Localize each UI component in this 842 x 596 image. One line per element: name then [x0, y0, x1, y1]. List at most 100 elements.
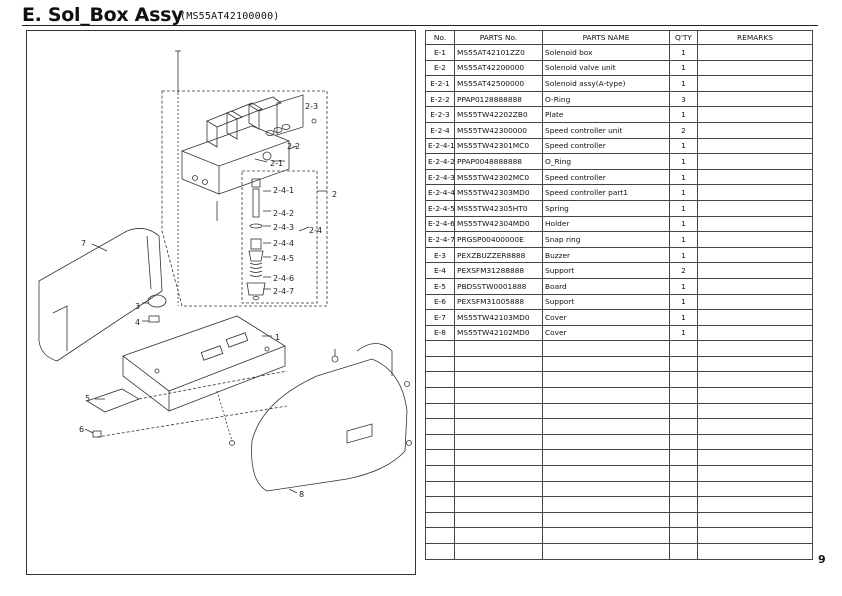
table-cell-no: E-2-4-3	[425, 168, 455, 186]
table-cell-empty	[542, 543, 670, 560]
table-cell-qty: 2	[669, 262, 698, 279]
table-cell-remarks	[697, 90, 813, 108]
table-cell-empty	[454, 480, 543, 498]
table-cell-name: Buzzer	[542, 246, 670, 264]
table-cell-empty	[454, 340, 543, 357]
table-cell-name: Holder	[542, 215, 670, 233]
table-cell-empty	[425, 465, 455, 482]
table-cell-part-no: PBDSSTW0001888	[454, 277, 543, 295]
table-cell-no: E-2	[425, 59, 455, 77]
table-cell-empty	[454, 402, 543, 420]
table-cell-part-no: PRGSP00400000E	[454, 231, 543, 248]
table-cell-empty	[669, 496, 698, 513]
table-cell-remarks	[697, 75, 813, 92]
table-cell-empty	[669, 402, 698, 420]
table-row-empty	[425, 480, 813, 498]
table-cell-empty	[669, 511, 698, 529]
solenoid-valve-unit	[180, 96, 291, 195]
table-cell-part-no: MS55TW42301MC0	[454, 137, 543, 155]
table-cell-remarks	[697, 184, 813, 201]
table-cell-empty	[454, 433, 543, 451]
table-row-empty	[425, 496, 813, 513]
board	[86, 388, 140, 413]
table-cell-remarks	[697, 262, 813, 279]
table-cell-empty	[425, 543, 455, 560]
table-cell-empty	[697, 511, 813, 529]
table-cell-empty	[454, 465, 543, 482]
table-cell-empty	[454, 355, 543, 373]
table-cell-empty	[697, 340, 813, 357]
table-cell-empty	[542, 449, 670, 467]
table-cell-empty	[542, 527, 670, 544]
table-cell-empty	[669, 527, 698, 544]
table-cell-part-no: MS55TW42305HT0	[454, 199, 543, 217]
callout: 2-4-1	[273, 186, 294, 195]
table-cell-part-no: PPAP0048888888	[454, 153, 543, 170]
table-cell-no: E-5	[425, 277, 455, 295]
table-cell-no: E-2-4-5	[425, 199, 455, 217]
table-cell-no: E-2-4-6	[425, 215, 455, 233]
table-cell-name: Support	[542, 293, 670, 311]
table-cell-name: Solenoid assy(A-type)	[542, 75, 670, 92]
table-cell-empty	[425, 449, 455, 467]
table-cell-empty	[425, 402, 455, 420]
table-cell-empty	[697, 371, 813, 389]
table-cell-name: O-Ring	[542, 90, 670, 108]
table-cell-name: Board	[542, 277, 670, 295]
table-cell-empty	[542, 402, 670, 420]
speed-controller-boundary	[241, 170, 318, 304]
cover-left	[38, 228, 163, 362]
table-cell-part-no: MS55AT42500000	[454, 75, 543, 92]
table-cell-name: Cover	[542, 309, 670, 326]
table-cell-empty	[542, 496, 670, 513]
table-cell-no: E-2-3	[425, 106, 455, 123]
table-row-empty	[425, 418, 813, 435]
table-row-empty	[425, 340, 813, 357]
page-header: E. Sol_Box Assy (MS55AT42100000)	[22, 4, 818, 26]
table-cell-empty	[669, 387, 698, 404]
table-cell-empty	[454, 543, 543, 560]
callout: 1	[275, 333, 280, 342]
page-number: 9	[818, 553, 826, 566]
callout: 2-4-7	[273, 287, 294, 296]
table-cell-qty: 2	[669, 121, 698, 139]
parts-list-table: No. PARTS No. PARTS NAME Q'TY REMARKS E-…	[425, 30, 813, 560]
table-cell-empty	[454, 371, 543, 389]
table-cell-part-no: MS55TW42303MD0	[454, 184, 543, 201]
table-cell-no: E-2-2	[425, 90, 455, 108]
table-cell-no: E-2-4-1	[425, 137, 455, 155]
table-cell-empty	[425, 496, 455, 513]
table-cell-empty	[425, 387, 455, 404]
header-remarks: REMARKS	[697, 30, 813, 45]
table-cell-no: E-2-4-7	[425, 231, 455, 248]
table-cell-remarks	[697, 215, 813, 233]
table-cell-empty	[425, 340, 455, 357]
callout: 6	[79, 425, 84, 434]
table-cell-empty	[669, 543, 698, 560]
table-cell-qty: 1	[669, 199, 698, 217]
table-cell-empty	[542, 371, 670, 389]
callout: 2-4-4	[273, 239, 294, 248]
table-cell-part-no: PPAP0128888888	[454, 90, 543, 108]
table-cell-empty	[454, 527, 543, 544]
assembly-code: (MS55AT42100000)	[180, 11, 280, 22]
table-cell-empty	[669, 480, 698, 498]
callout: 2-4-5	[273, 254, 294, 263]
table-cell-part-no: PEXZBUZZER8888	[454, 246, 543, 264]
callout: 7	[81, 239, 86, 248]
table-cell-part-no: PEXSFM31005888	[454, 293, 543, 311]
table-cell-qty: 1	[669, 277, 698, 295]
table-cell-qty: 1	[669, 168, 698, 186]
callout: 2-4-2	[273, 209, 294, 218]
exploded-view-drawing: 2-3 2-2 2-1 2 2-4-1 2-4-2 2-4-3 2-4 2-4-…	[38, 50, 412, 499]
table-cell-remarks	[697, 231, 813, 248]
table-cell-name: Speed controller unit	[542, 121, 670, 139]
